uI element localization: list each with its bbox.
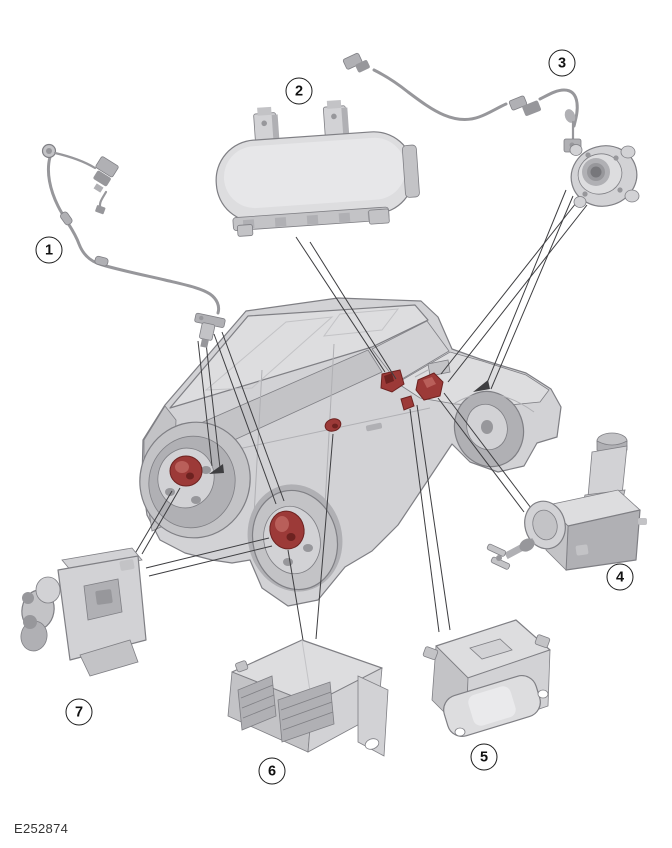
component-control-module-a <box>227 639 389 757</box>
component-panel-module <box>215 99 420 237</box>
sunroof-rear <box>204 316 334 391</box>
wheel-bearing-hub <box>569 144 640 208</box>
module-mount-flange <box>357 675 389 757</box>
fluid-reservoir <box>587 445 628 498</box>
callout-5: 5 <box>470 743 498 771</box>
leader-lines <box>132 189 588 641</box>
sensor-connector <box>93 156 119 193</box>
front-right-wheel <box>451 390 535 468</box>
sunroof-front <box>322 308 400 337</box>
component-brake-caliper <box>20 547 147 677</box>
windshield <box>371 320 450 383</box>
callout-2: 2 <box>285 77 313 105</box>
module-connector-1 <box>237 675 277 731</box>
door-handle <box>365 422 383 432</box>
module-connector-2 <box>277 681 335 743</box>
callout-3: 3 <box>548 49 576 77</box>
figure-code: E252874 <box>14 821 69 836</box>
callout-1: 1 <box>35 236 63 264</box>
callout-6: 6 <box>258 757 286 785</box>
callout-4: 4 <box>606 563 634 591</box>
callout-7: 7 <box>65 698 93 726</box>
front-left-wheel <box>247 484 343 592</box>
cowl-highlights <box>324 369 444 432</box>
component-wheel-speed-sensor-rear-and-bearing <box>342 52 640 208</box>
vehicle-roof <box>169 304 429 409</box>
component-wheel-speed-sensor-front <box>41 143 226 348</box>
sensor-head <box>194 312 226 348</box>
component-brake-booster <box>486 432 647 571</box>
highlight-module-location <box>400 395 415 411</box>
vehicle-illustration <box>139 297 562 607</box>
mirror <box>427 359 451 377</box>
component-control-module-b <box>422 619 551 737</box>
panel-bracket-right <box>322 99 350 138</box>
